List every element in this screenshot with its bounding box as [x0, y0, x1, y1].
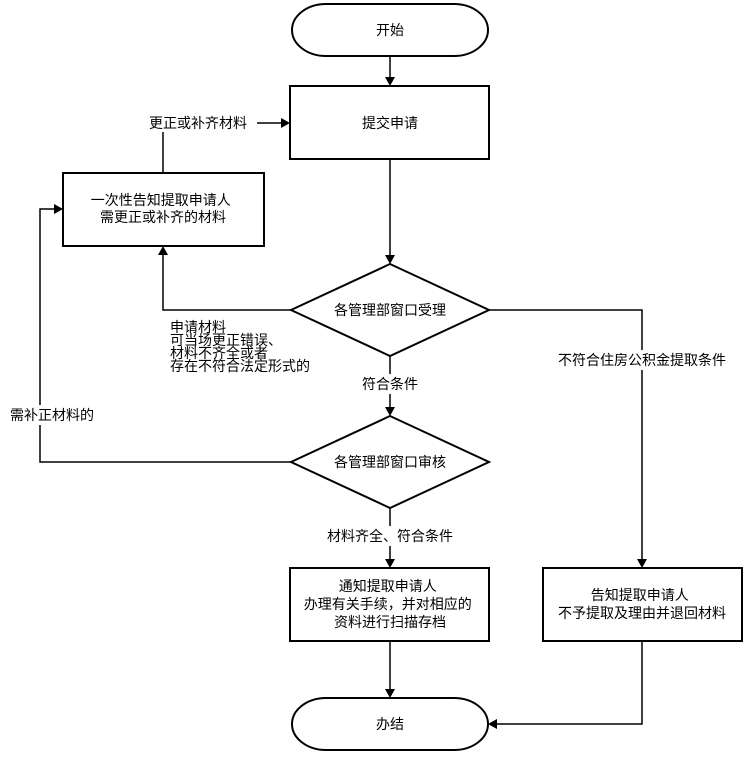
label-bg: [8, 405, 108, 425]
submit-label: 提交申请: [362, 115, 418, 132]
arrowhead: [385, 689, 395, 698]
end-terminator: [291, 697, 489, 751]
edge-label-meets-conditions: 符合条件: [362, 376, 418, 393]
edge-label-correct-supplement: 更正或补齐材料: [149, 116, 247, 132]
arrowhead: [281, 118, 290, 128]
reject-label: 告知提取申请人 不予提取及理由并退回材料: [558, 587, 726, 622]
on-site-correction-line: 存在不符合法定形式的: [170, 359, 310, 375]
on-site-correction-line: 材料不齐全或者: [170, 345, 268, 362]
notify-once-line: 一次性告知提取申请人: [91, 192, 231, 209]
connector-accept-reject: [489, 309, 643, 560]
connector-reject-end: [496, 641, 643, 725]
notify-once-label: 一次性告知提取申请人 需更正或补齐的材料: [91, 192, 235, 226]
end-label: 办结: [376, 717, 404, 733]
label-bg: [544, 350, 740, 370]
arrowhead: [54, 204, 63, 214]
start-label: 开始: [376, 23, 404, 39]
arrowhead: [488, 719, 497, 729]
notify-handle-label: 通知提取申请人 办理有关手续，并对相应的 资料进行扫描存档: [304, 578, 476, 631]
edge-label-not-meet-conditions: 不符合住房公积金提取条件: [558, 352, 726, 369]
reject-line: 不予提取及理由并退回材料: [558, 606, 726, 622]
edge-label-on-site-correction: 申请材料 可当场更正错误、 材料不齐全或者 存在不符合法定形式的: [170, 320, 310, 375]
edge-label-need-supplement: 需补正材料的: [10, 408, 94, 424]
notify-once-line: 需更正或补齐的材料: [100, 210, 226, 226]
arrowhead: [637, 559, 647, 568]
notify-handle-line: 通知提取申请人: [339, 578, 437, 595]
review-label: 各管理部窗口审核: [334, 454, 446, 471]
reject-line: 告知提取申请人: [591, 587, 689, 604]
notify-once-process: [62, 172, 265, 247]
label-bg: [314, 526, 466, 546]
label-bg: [350, 374, 430, 394]
accept-label: 各管理部窗口受理: [334, 302, 446, 319]
arrowhead: [385, 255, 395, 264]
reject-process: [542, 567, 743, 642]
label-bg: [139, 114, 257, 132]
notify-handle-line: 办理有关手续，并对相应的: [304, 596, 472, 613]
arrowhead: [158, 246, 168, 255]
connector-accept-notify-once: [162, 254, 291, 311]
arrowhead: [385, 407, 395, 416]
submit-process: [289, 85, 490, 160]
arrowhead: [385, 77, 395, 86]
connector-review-notify-once: [39, 208, 291, 463]
notify-handle-process: [289, 567, 490, 642]
on-site-correction-line: 申请材料: [170, 320, 226, 336]
start-terminator: [291, 3, 489, 57]
notify-handle-line: 资料进行扫描存档: [334, 615, 446, 631]
edge-label-complete-meets: 材料齐全、符合条件: [327, 528, 453, 545]
on-site-correction-line: 可当场更正错误、: [170, 333, 282, 349]
arrowhead: [385, 559, 395, 568]
